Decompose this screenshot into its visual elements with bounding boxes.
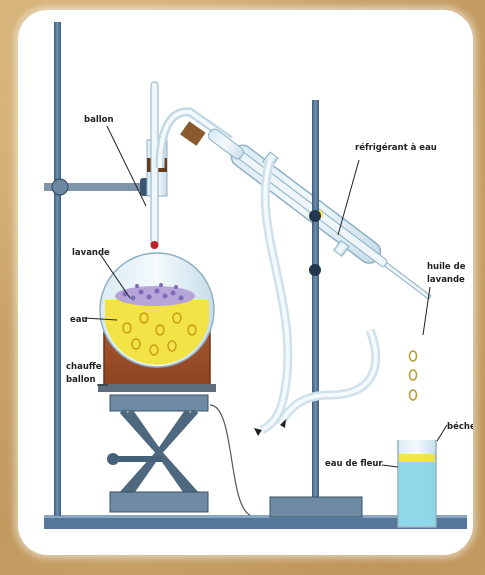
- label-chauffe: chauffe: [66, 362, 102, 372]
- jack-scissor: [122, 411, 196, 494]
- label-ballon: ballon: [84, 115, 114, 125]
- right-stand-base: [270, 497, 362, 517]
- label-lavande: lavande: [72, 248, 110, 258]
- heater-base: [98, 384, 216, 392]
- jack-screw: [112, 456, 162, 462]
- clamp-knob-upper: [309, 210, 321, 222]
- right-stand-rod: [312, 100, 319, 510]
- thermometer-bulb: [151, 241, 159, 249]
- clamp-knob-lower: [309, 264, 321, 276]
- label-eau: eau: [70, 315, 88, 325]
- label-ballon-2: ballon: [66, 375, 96, 385]
- label-huile-1: huile de: [427, 262, 466, 272]
- clamp-knob: [52, 179, 68, 195]
- lavender-layer: [115, 286, 195, 306]
- power-cable: [210, 405, 250, 515]
- distillation-diagram: ballon lavande eau chauffe ballon réfrig…: [18, 10, 473, 555]
- label-huile-2: lavande: [427, 275, 465, 285]
- jack-handle: [107, 453, 119, 465]
- water-hose-inlet: [280, 330, 376, 425]
- jack-base-plate: [110, 492, 208, 512]
- left-stand-rod: [54, 22, 61, 516]
- label-refrigerant: réfrigérant à eau: [355, 142, 437, 153]
- oil-drops: [410, 351, 417, 400]
- beaker-oil-layer: [399, 454, 435, 462]
- jack-top-plate: [110, 395, 208, 411]
- water-out-arrow: [254, 428, 262, 436]
- diagram-card: ballon lavande eau chauffe ballon réfrig…: [18, 10, 473, 555]
- label-eau-de-fleur: eau de fleur: [325, 459, 383, 469]
- beaker-water: [399, 462, 435, 526]
- label-becher: bécher: [447, 421, 473, 432]
